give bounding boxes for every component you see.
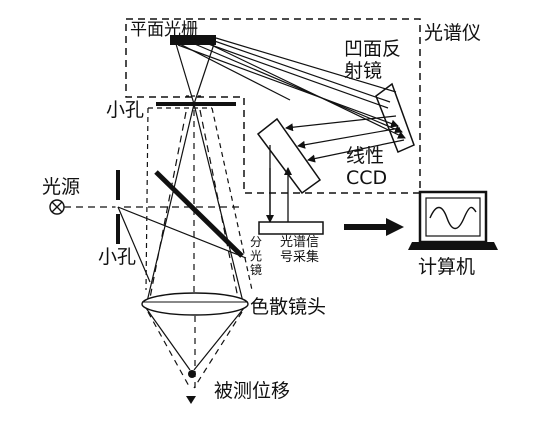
measured-displacement-label: 被测位移 bbox=[214, 380, 291, 402]
top-pinhole-label: 小孔 bbox=[106, 99, 145, 121]
focus-rays bbox=[145, 307, 245, 392]
beam-splitter-label: 分光镜 bbox=[249, 235, 262, 277]
focus-cone bbox=[145, 103, 253, 307]
dispersive-lens-label: 色散镜头 bbox=[250, 296, 327, 318]
beam-splitter bbox=[154, 170, 244, 258]
dispersive-lens bbox=[141, 292, 249, 316]
pinhole-to-grating bbox=[175, 43, 215, 105]
computer-label: 计算机 bbox=[418, 256, 476, 278]
ccd-mirror bbox=[256, 117, 322, 195]
concave-mirror-label: 凹面反射镜 bbox=[344, 38, 402, 82]
source-rays bbox=[117, 206, 247, 283]
measured-target bbox=[186, 370, 196, 404]
plane-grating bbox=[170, 35, 216, 45]
signal-acquisition-box bbox=[258, 221, 324, 235]
right-arrow-icon bbox=[344, 218, 404, 236]
laptop-icon bbox=[408, 190, 498, 250]
signal-acquisition-label: 光谱信号采集 bbox=[280, 235, 320, 265]
spectrometer-enclosure bbox=[125, 18, 421, 194]
grating-label: 平面光栅 bbox=[130, 20, 198, 40]
bottom-pinhole-label: 小孔 bbox=[98, 246, 137, 268]
return-rays bbox=[285, 115, 405, 163]
light-source bbox=[49, 199, 65, 215]
linear-ccd-label: 线性CCD bbox=[346, 145, 388, 189]
grating-rays bbox=[171, 35, 406, 139]
light-source-label: 光源 bbox=[42, 176, 81, 198]
top-pinhole bbox=[156, 95, 236, 106]
spectrometer-label: 光谱仪 bbox=[424, 22, 482, 44]
ccd-signal-arrows bbox=[266, 145, 292, 223]
